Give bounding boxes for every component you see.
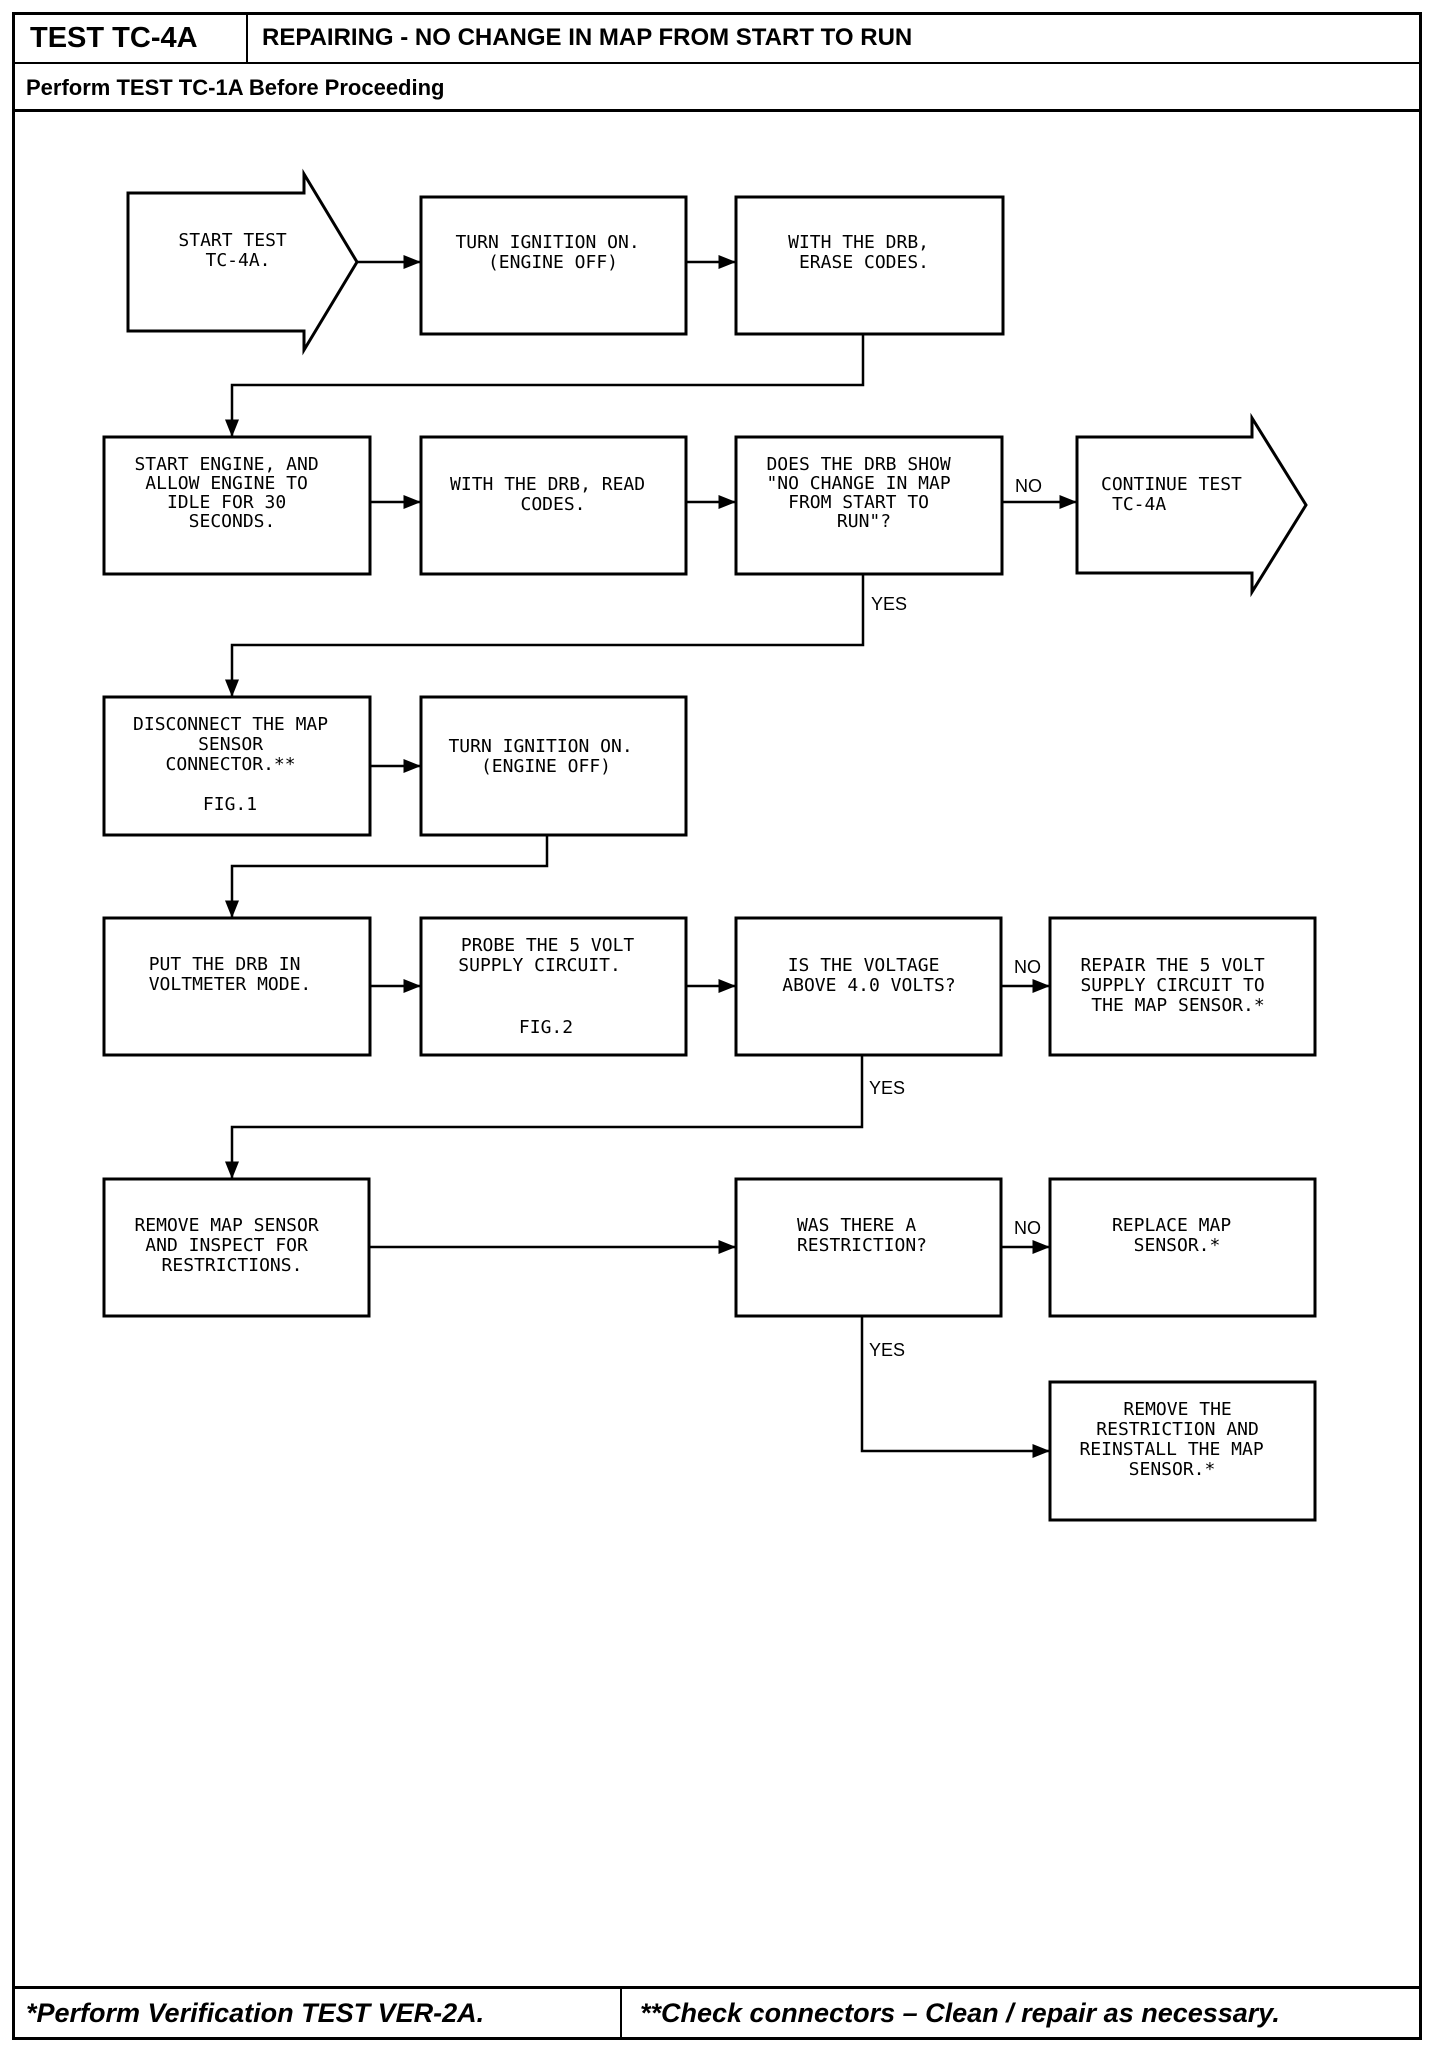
drb-show-question-text: DOES THE DRB SHOW "NO CHANGE IN MAP FROM… [766,454,961,532]
erase-codes-text: WITH THE DRB, ERASE CODES. [788,232,940,273]
read-codes-text: WITH THE DRB, READ CODES. [450,474,656,515]
continue-test-arrow-box [1075,412,1308,598]
connector-voltage-yes-to-remove [225,1055,864,1179]
disconnect-map-box [102,695,372,837]
erase-codes-box [734,195,1005,336]
disconnect-map-text: DISCONNECT THE MAP SENSOR CONNECTOR.** F… [133,714,339,815]
connector-question-yes-to-disconnect [225,574,865,697]
label-no-3: NO [1014,1218,1041,1238]
start-test-text: START TEST TC-4A. [178,230,297,271]
connector-ignition-to-voltmeter [225,835,549,918]
connector-erase-to-start-engine [225,334,865,437]
voltage-question-text: IS THE VOLTAGE ABOVE 4.0 VOLTS? [782,955,955,996]
prerequisite-note: Perform TEST TC-1A Before Proceeding [26,75,445,100]
footer-connector-note: **Check connectors – Clean / repair as n… [640,1998,1280,2028]
voltmeter-mode-text: PUT THE DRB IN VOLTMETER MODE. [149,954,312,995]
flowchart: START TEST TC-4A. TURN IGNITION ON. (ENG… [102,168,1317,1522]
page-title: REPAIRING - NO CHANGE IN MAP FROM START … [262,24,913,51]
probe-supply-text: PROBE THE 5 VOLT SUPPLY CIRCUIT. FIG.2 [458,935,645,1038]
label-no-2: NO [1014,957,1041,977]
remove-inspect-text: REMOVE MAP SENSOR AND INSPECT FOR RESTRI… [134,1215,329,1276]
connectors [225,255,1077,1458]
ignition-on-text-1: TURN IGNITION ON. (ENGINE OFF) [455,232,650,273]
label-yes-1: YES [871,594,907,614]
footer-divider [620,1986,622,2040]
ignition-on-box-2 [419,695,688,837]
start-engine-box [102,435,372,576]
connector-restriction-yes-to-remove-restriction [860,1316,1050,1458]
label-yes-2: YES [869,1078,905,1098]
footer-row [12,1986,1422,2040]
start-engine-text: START ENGINE, AND ALLOW ENGINE TO IDLE F… [134,454,329,532]
footer-verification-note: *Perform Verification TEST VER-2A. [26,1998,485,2028]
page-frame [12,12,1422,2040]
replace-sensor-box [1048,1177,1317,1318]
restriction-question-text: WAS THERE A RESTRICTION? [797,1215,927,1256]
label-yes-3: YES [869,1340,905,1360]
voltmeter-mode-box [102,916,372,1057]
probe-supply-box [419,916,688,1057]
remove-restriction-box [1048,1380,1317,1522]
remove-restriction-text: REMOVE THE RESTRICTION AND REINSTALL THE… [1079,1399,1274,1480]
repair-supply-text: REPAIR THE 5 VOLT SUPPLY CIRCUIT TO THE … [1080,955,1275,1016]
header-row [12,12,1422,64]
start-test-arrow-box [126,168,359,356]
replace-sensor-text: REPLACE MAP SENSOR.* [1112,1215,1242,1256]
read-codes-box [419,435,688,576]
label-no-1: NO [1015,476,1042,496]
continue-test-text: CONTINUE TEST TC-4A [1101,474,1253,515]
drb-show-question-box [734,435,1004,576]
ignition-on-box-1 [419,195,688,336]
prerequisite-row [12,64,1422,112]
repair-supply-box [1048,916,1317,1057]
test-id: TEST TC-4A [12,12,248,64]
ignition-on-text-2: TURN IGNITION ON. (ENGINE OFF) [448,736,643,777]
